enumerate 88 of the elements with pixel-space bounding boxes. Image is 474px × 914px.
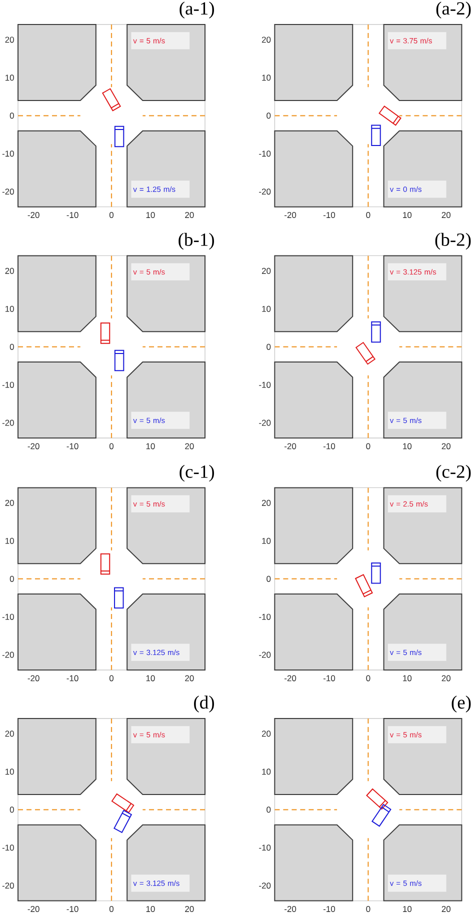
tick-label: 20 — [262, 268, 271, 274]
tick-label: 10 — [146, 443, 155, 450]
panel-title: (e) — [452, 696, 471, 712]
tick-label: 20 — [5, 500, 14, 506]
tick-label: -20 — [2, 188, 14, 195]
tick-label: 0 — [366, 906, 370, 912]
tick-label: 0 — [109, 906, 114, 912]
tick-label: 10 — [403, 675, 412, 682]
tick-label: 10 — [262, 74, 271, 81]
tick-label: 10 — [5, 768, 14, 775]
panel-title: (a-1) — [180, 2, 214, 18]
tick-label: 20 — [5, 730, 14, 737]
tick-label: 20 — [442, 675, 450, 682]
tick-label: 20 — [185, 443, 194, 450]
tick-label: 20 — [262, 730, 271, 737]
tick-label: 10 — [5, 538, 14, 544]
tick-label: -20 — [284, 212, 296, 218]
tick-label: 0 — [266, 344, 271, 350]
tick-label: -10 — [2, 382, 14, 388]
tick-label: 10 — [5, 306, 14, 312]
tick-label: 10 — [262, 768, 271, 775]
tick-label: -10 — [323, 675, 336, 682]
tick-label: -10 — [259, 614, 271, 620]
tick-label: 20 — [262, 36, 271, 43]
tick-label: 0 — [10, 344, 14, 350]
tick-label: 20 — [442, 212, 450, 218]
tick-label: 10 — [146, 675, 155, 682]
tick-label: -20 — [28, 212, 40, 218]
panel-title: (a-2) — [436, 2, 471, 18]
tick-label: 10 — [262, 306, 271, 312]
tick-label: -20 — [2, 420, 14, 426]
tick-label: 10 — [5, 74, 14, 81]
tick-label: 0 — [109, 675, 114, 682]
tick-label: 20 — [262, 500, 271, 506]
tick-label: 10 — [146, 906, 155, 912]
tick-label: 0 — [10, 576, 14, 582]
tick-label: -10 — [66, 675, 78, 682]
tick-label: -10 — [259, 844, 271, 851]
tick-label: 0 — [366, 675, 370, 682]
panel-title: (c-1) — [180, 464, 214, 482]
panel-title: (b-1) — [178, 232, 214, 250]
tick-label: -20 — [28, 675, 40, 682]
tick-label: -10 — [259, 382, 271, 388]
tick-label: 10 — [262, 538, 271, 544]
tick-label: -10 — [323, 906, 336, 912]
tick-label: 20 — [5, 36, 14, 43]
tick-label: 20 — [442, 443, 450, 450]
tick-label: -10 — [2, 150, 14, 157]
tick-label: -20 — [259, 420, 271, 426]
tick-label: 10 — [403, 443, 412, 450]
tick-label: -20 — [284, 906, 296, 912]
tick-label: -20 — [284, 443, 296, 450]
tick-label: -20 — [2, 882, 14, 889]
tick-label: 0 — [366, 443, 370, 450]
tick-label: 0 — [266, 806, 271, 813]
tick-label: 0 — [266, 576, 271, 582]
tick-label: -20 — [28, 906, 40, 912]
tick-label: 10 — [403, 906, 412, 912]
tick-label: 0 — [366, 212, 370, 218]
tick-label: -10 — [66, 443, 78, 450]
tick-label: -20 — [284, 675, 296, 682]
tick-label: 20 — [185, 212, 194, 218]
panel-title: (b-2) — [435, 232, 471, 250]
tick-label: -10 — [259, 150, 271, 157]
tick-label: -10 — [2, 844, 14, 851]
tick-label: -10 — [323, 212, 336, 218]
tick-label: 0 — [10, 806, 14, 813]
tick-label: -10 — [323, 443, 336, 450]
tick-label: -10 — [66, 212, 78, 218]
panel-title: (d) — [194, 696, 214, 712]
tick-label: -20 — [259, 188, 271, 195]
tick-label: -20 — [259, 882, 271, 889]
tick-label: 20 — [185, 906, 194, 912]
tick-label: 0 — [10, 112, 14, 119]
tick-label: 0 — [266, 112, 271, 119]
tick-label: -20 — [2, 652, 14, 658]
panel-title: (c-2) — [436, 464, 471, 482]
tick-label: 0 — [109, 443, 114, 450]
tick-label: 0 — [109, 212, 114, 218]
tick-label: 20 — [442, 906, 450, 912]
tick-label: 10 — [146, 212, 155, 218]
tick-label: -10 — [2, 614, 14, 620]
tick-label: -10 — [66, 906, 78, 912]
tick-label: 20 — [5, 268, 14, 274]
tick-label: -20 — [28, 443, 40, 450]
tick-label: 10 — [403, 212, 412, 218]
tick-label: -20 — [259, 652, 271, 658]
tick-label: 20 — [185, 675, 194, 682]
